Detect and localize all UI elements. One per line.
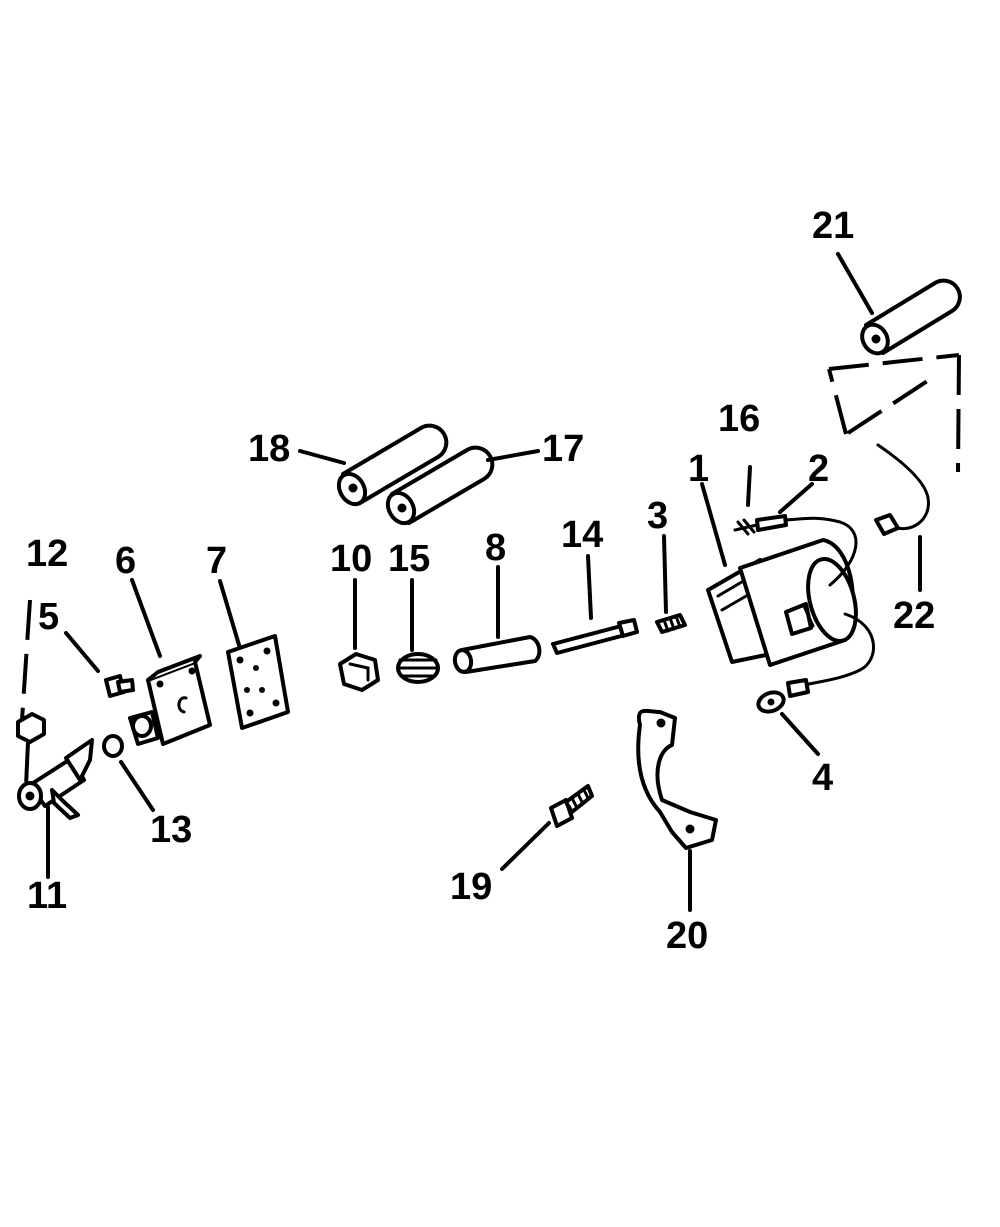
part-16-terminal bbox=[733, 518, 759, 536]
callout-1: 1 bbox=[688, 448, 709, 490]
callout-3: 3 bbox=[647, 495, 668, 537]
part-3-spring bbox=[655, 613, 687, 634]
part-2-lead-wire bbox=[755, 514, 858, 587]
part-20-clamp bbox=[636, 708, 718, 850]
part-6-cover bbox=[128, 654, 212, 746]
part-22-clip bbox=[874, 443, 930, 536]
callout-12: 12 bbox=[26, 533, 68, 575]
part-11-lever bbox=[17, 738, 94, 820]
callout-4: 4 bbox=[812, 757, 833, 799]
part-10-nut bbox=[338, 652, 380, 692]
part-14-plunger-pin bbox=[551, 618, 639, 655]
callout-15: 15 bbox=[388, 538, 430, 580]
callout-18: 18 bbox=[248, 428, 290, 470]
part-18-sleeve bbox=[336, 423, 449, 507]
callout-labels: 21 18 17 16 2 1 3 14 8 15 10 7 6 12 5 22… bbox=[26, 205, 935, 957]
callout-14: 14 bbox=[561, 514, 603, 556]
callout-13: 13 bbox=[150, 809, 192, 851]
callout-21: 21 bbox=[812, 205, 854, 247]
callout-2: 2 bbox=[808, 448, 829, 490]
callout-20: 20 bbox=[666, 915, 708, 957]
leader-lines bbox=[46, 252, 922, 912]
callout-17: 17 bbox=[542, 428, 584, 470]
callout-19: 19 bbox=[450, 866, 492, 908]
part-5-screw bbox=[104, 674, 135, 698]
callout-10: 10 bbox=[330, 538, 372, 580]
part-12-nut bbox=[16, 712, 46, 744]
callout-22: 22 bbox=[893, 595, 935, 637]
part-21-sleeve bbox=[860, 278, 962, 356]
part-8-plunger bbox=[452, 635, 542, 674]
callout-16: 16 bbox=[718, 398, 760, 440]
dashed-assembly-line bbox=[20, 599, 32, 787]
callout-8: 8 bbox=[485, 527, 506, 569]
callout-7: 7 bbox=[206, 540, 227, 582]
part-19-screw bbox=[549, 784, 594, 828]
part-7-gasket bbox=[226, 634, 290, 730]
callout-11: 11 bbox=[27, 875, 67, 917]
part-13-o-ring bbox=[102, 734, 124, 758]
part-4-ground-lead bbox=[756, 612, 875, 714]
dashed-assembly-line bbox=[827, 353, 961, 473]
part-1-solenoid bbox=[706, 538, 858, 667]
part-15-spring bbox=[396, 652, 440, 684]
callout-5: 5 bbox=[38, 596, 59, 638]
callout-6: 6 bbox=[115, 540, 136, 582]
